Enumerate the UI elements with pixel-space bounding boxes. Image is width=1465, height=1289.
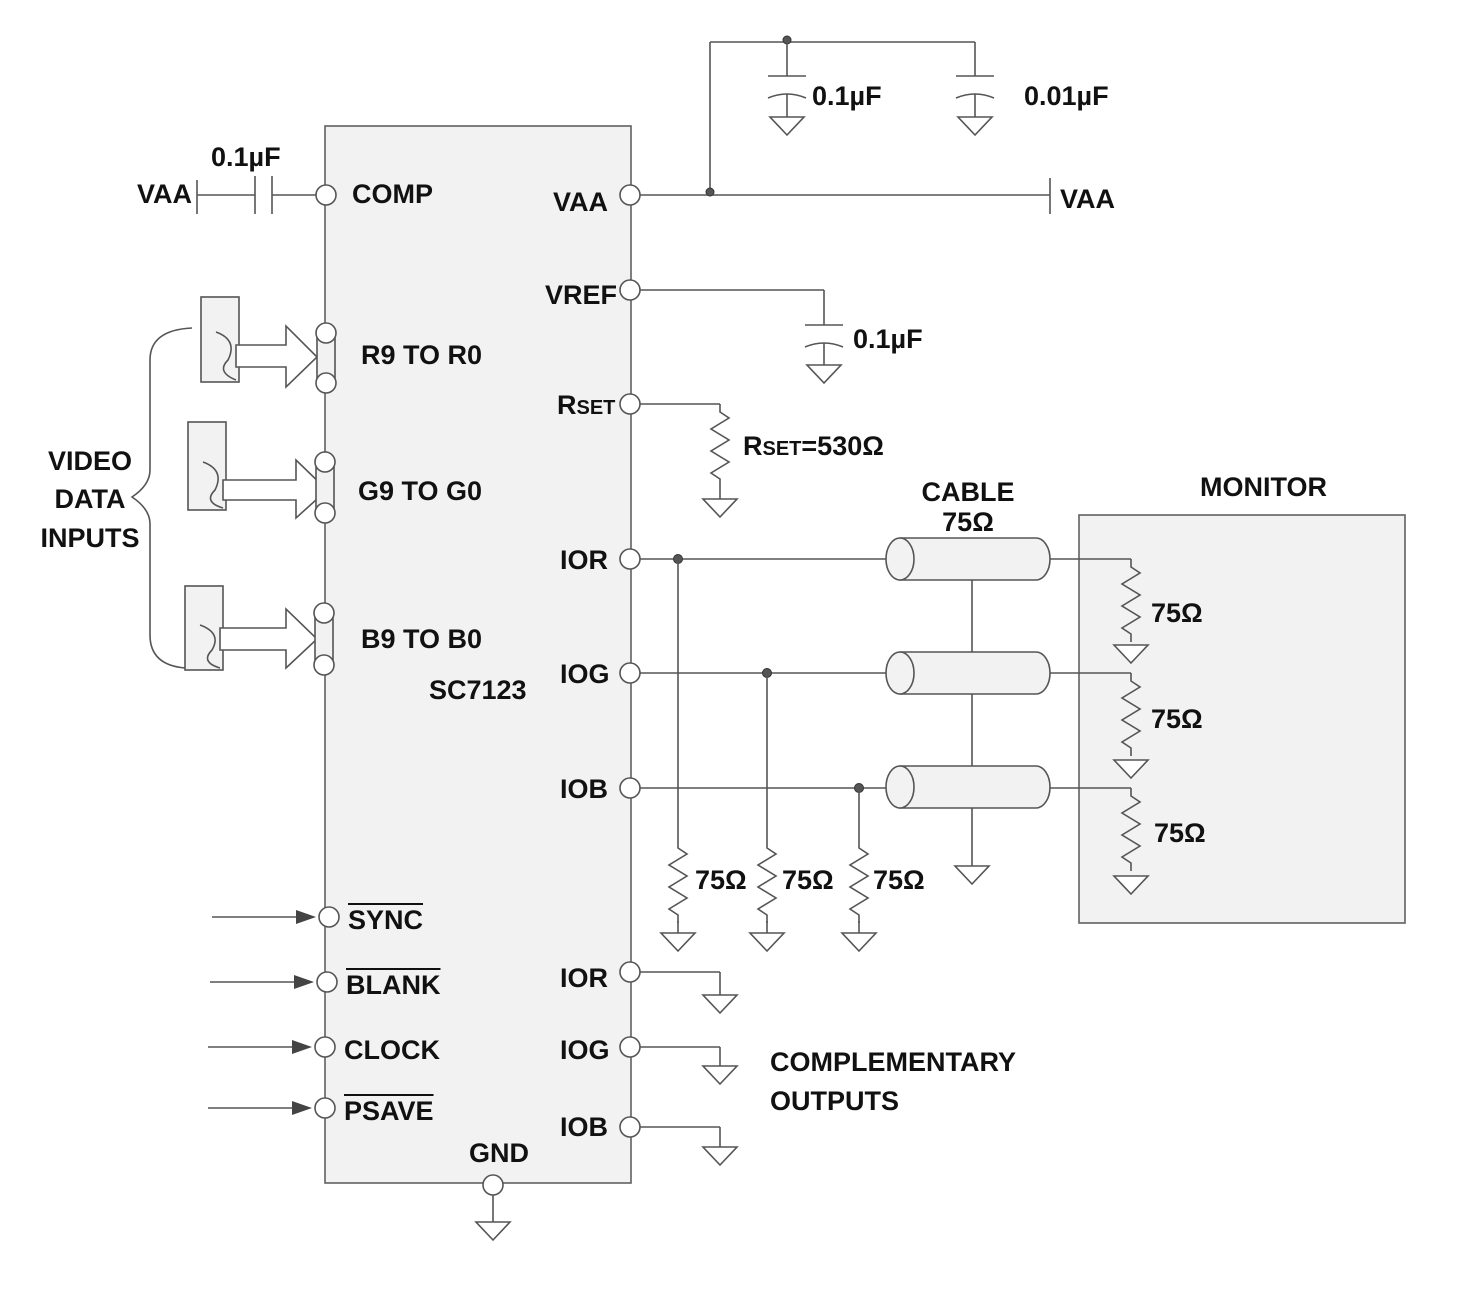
clock-pin-label: CLOCK <box>344 1035 440 1065</box>
vref-pin-label: VREF <box>545 280 618 310</box>
monitor-title-label: MONITOR <box>1200 472 1327 502</box>
vref-capacitor <box>640 289 844 384</box>
complementary-line1: COMPLEMENTARY <box>770 1047 1016 1077</box>
comp-pin-label: COMP <box>352 179 433 209</box>
rset-pin-small: SET <box>576 397 616 419</box>
sync-pin-label: SYNC <box>348 905 424 935</box>
rset-pin-big: R <box>557 390 577 420</box>
ior-comp-pin-label: IOR <box>560 963 609 993</box>
vaa-supply-label: VAA <box>1060 184 1116 214</box>
coax-cable <box>885 537 1051 885</box>
cable-title-label: CABLE <box>921 477 1015 507</box>
iog-pin-label: IOG <box>560 659 610 689</box>
rset-pin-label: RSET <box>557 392 615 419</box>
blank-pin-label: BLANK <box>346 970 441 1000</box>
control-input-arrows <box>208 910 316 1115</box>
iob-pin-label: IOB <box>560 774 609 804</box>
monitor-term-2-label: 75Ω <box>1151 704 1203 734</box>
video-bus-b <box>184 585 334 675</box>
comp-vaa-label: VAA <box>137 179 193 209</box>
monitor-terminations <box>1050 558 1149 895</box>
rset-value-rest: =530Ω <box>801 431 884 461</box>
iog-comp-pin-label: IOG <box>560 1035 610 1065</box>
rset-value-small: SET <box>762 438 802 460</box>
comp-cap-label: 0.1µF <box>211 142 281 172</box>
r-bus-label: R9 TO R0 <box>361 340 483 370</box>
psave-pin-label: PSAVE <box>344 1096 434 1126</box>
video-inputs-line2: DATA <box>54 484 126 514</box>
complementary-wiring <box>640 971 738 1166</box>
vaa-supply-net <box>640 35 1051 214</box>
video-bus-r <box>200 296 336 393</box>
complementary-line2: OUTPUTS <box>770 1086 900 1116</box>
supply-cap1-label: 0.1µF <box>812 81 882 111</box>
rset-value-label: RSET=530Ω <box>743 433 884 460</box>
g-bus-label: G9 TO G0 <box>358 476 483 506</box>
monitor-term-1-label: 75Ω <box>1151 598 1203 628</box>
chip-body <box>324 125 632 1184</box>
monitor-box <box>1078 514 1406 924</box>
monitor-term-3-label: 75Ω <box>1154 818 1206 848</box>
supply-cap2-label: 0.01µF <box>1024 81 1109 111</box>
comp-capacitor <box>196 176 316 214</box>
video-data-brace <box>130 327 193 669</box>
iob-comp-pin-label: IOB <box>560 1112 609 1142</box>
chip-name-label: SC7123 <box>429 675 527 705</box>
rset-value-big: R <box>743 431 763 461</box>
rset-resistor <box>640 403 738 518</box>
vref-cap-label: 0.1µF <box>853 324 923 354</box>
video-inputs-line1: VIDEO <box>47 446 133 476</box>
load-resistor-1-label: 75Ω <box>695 865 747 895</box>
load-resistor-2-label: 75Ω <box>782 865 834 895</box>
vaa-pin-label: VAA <box>553 187 609 217</box>
gnd-pin-label: GND <box>469 1138 529 1168</box>
output-wiring <box>640 554 893 952</box>
load-resistor-3-label: 75Ω <box>873 865 925 895</box>
b-bus-label: B9 TO B0 <box>361 624 483 654</box>
video-inputs-line3: INPUTS <box>40 523 140 553</box>
video-bus-g <box>187 421 335 523</box>
cable-impedance-label: 75Ω <box>942 507 994 537</box>
chip-pins <box>313 184 641 1196</box>
chip-ground <box>475 1195 511 1241</box>
ior-pin-label: IOR <box>560 545 609 575</box>
